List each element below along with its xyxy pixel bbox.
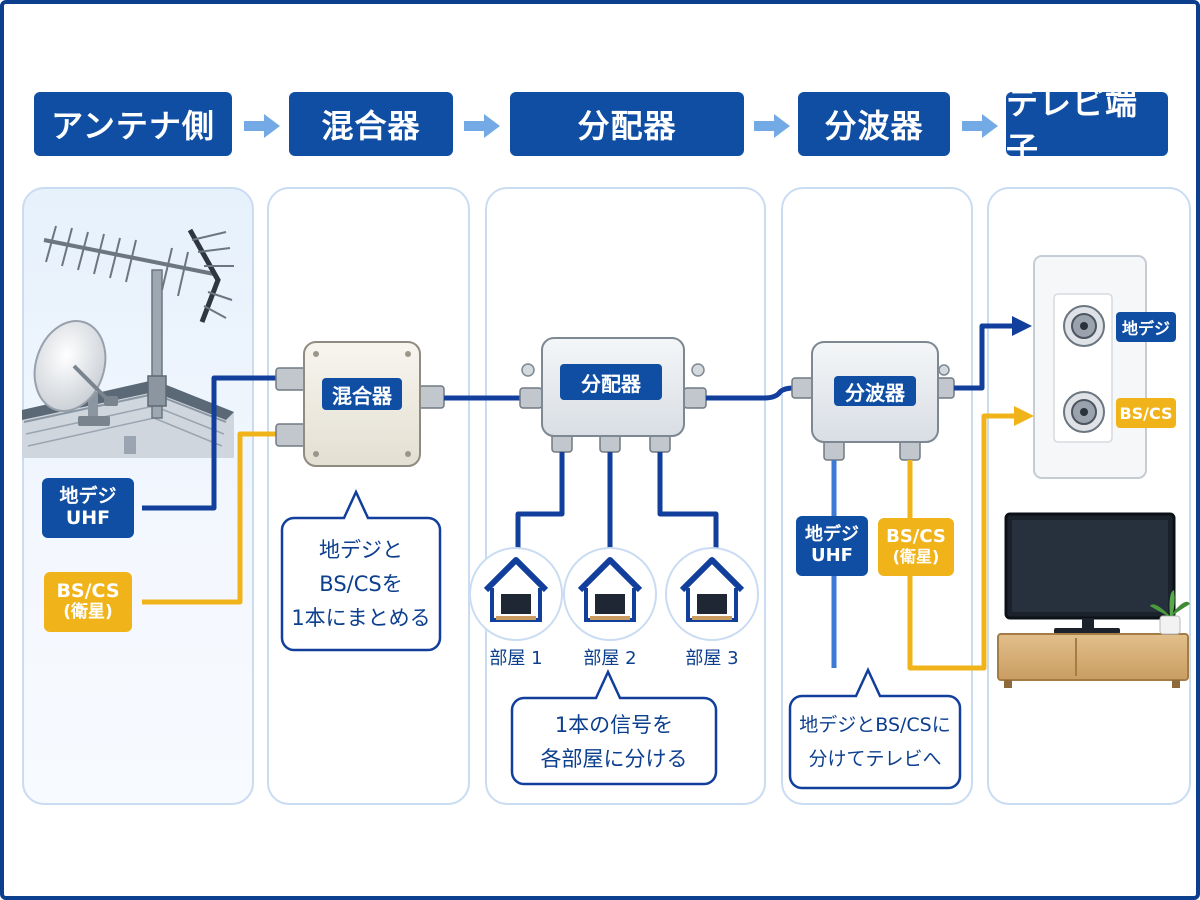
room-1-icon xyxy=(469,547,563,641)
antenna-uhf-label-line1: 地デジ xyxy=(59,485,117,508)
mixer-note-line2: BS/CSを xyxy=(319,572,403,596)
plant-icon xyxy=(1150,590,1190,635)
header-separator: 分波器 xyxy=(798,92,950,156)
satellite-dish-icon xyxy=(33,320,118,426)
separator-uhf-label: 地デジ UHF xyxy=(796,516,868,576)
mixer-note-text: 地デジと BS/CSを 1本にまとめる xyxy=(286,522,436,646)
mixer-note-line1: 地デジと xyxy=(319,538,403,562)
arrow-right-icon xyxy=(962,114,998,138)
outlet-uhf-label: 地デジ xyxy=(1116,312,1176,342)
separator-bs-label: BS/CS (衛星) xyxy=(878,518,954,576)
room-3-icon xyxy=(665,547,759,641)
arrow-right-icon xyxy=(464,114,500,138)
header-tv-outlet: テレビ端子 xyxy=(1006,84,1168,168)
antenna-mast-icon xyxy=(43,225,234,419)
room-3-label: 部屋 3 xyxy=(685,648,739,669)
antenna-bs-label-line1: BS/CS xyxy=(56,580,120,603)
distributor-note-line1: 1本の信号を xyxy=(554,713,674,737)
separator-uhf-label-line1: 地デジ xyxy=(805,524,859,546)
panel-mixer xyxy=(267,187,470,805)
tv-icon xyxy=(1004,512,1176,634)
distributor-device-label: 分配器 xyxy=(560,364,662,400)
separator-note-text: 地デジとBS/CSに 分けてテレビへ xyxy=(790,700,960,784)
room-1-label: 部屋 1 xyxy=(489,648,543,669)
outlet-bs-label: BS/CS xyxy=(1116,398,1176,428)
mixer-device-label: 混合器 xyxy=(322,378,402,410)
separator-note-line1: 地デジとBS/CSに xyxy=(799,714,951,736)
arrow-right-icon xyxy=(244,114,280,138)
header-mixer: 混合器 xyxy=(289,92,453,156)
antenna-uhf-label: 地デジ UHF xyxy=(42,478,134,538)
separator-bs-label-line2: (衛星) xyxy=(892,547,940,567)
separator-note-line2: 分けてテレビへ xyxy=(808,748,942,770)
antenna-bs-label: BS/CS (衛星) xyxy=(44,572,132,632)
room-2-icon xyxy=(563,547,657,641)
antenna-uhf-label-line2: UHF xyxy=(65,507,111,529)
separator-device-label: 分波器 xyxy=(834,376,916,406)
mixer-note-line3: 1本にまとめる xyxy=(291,606,431,630)
distributor-note-bubble xyxy=(510,669,718,786)
header-distributor: 分配器 xyxy=(510,92,744,156)
wall-outlet-icon xyxy=(1033,255,1147,479)
room-2-label: 部屋 2 xyxy=(583,648,637,669)
tv-stand-icon xyxy=(997,633,1189,688)
separator-note-bubble xyxy=(788,667,962,790)
antenna-bs-label-line2: (衛星) xyxy=(63,602,113,623)
separator-uhf-label-line2: UHF xyxy=(811,545,853,566)
separator-bs-label-line1: BS/CS xyxy=(886,526,946,548)
distributor-note-line2: 各部屋に分ける xyxy=(540,747,688,771)
header-antenna: アンテナ側 xyxy=(34,92,232,156)
mixer-note-bubble xyxy=(280,489,442,652)
distributor-note-text: 1本の信号を 各部屋に分ける xyxy=(512,702,716,782)
arrow-right-icon xyxy=(754,114,790,138)
